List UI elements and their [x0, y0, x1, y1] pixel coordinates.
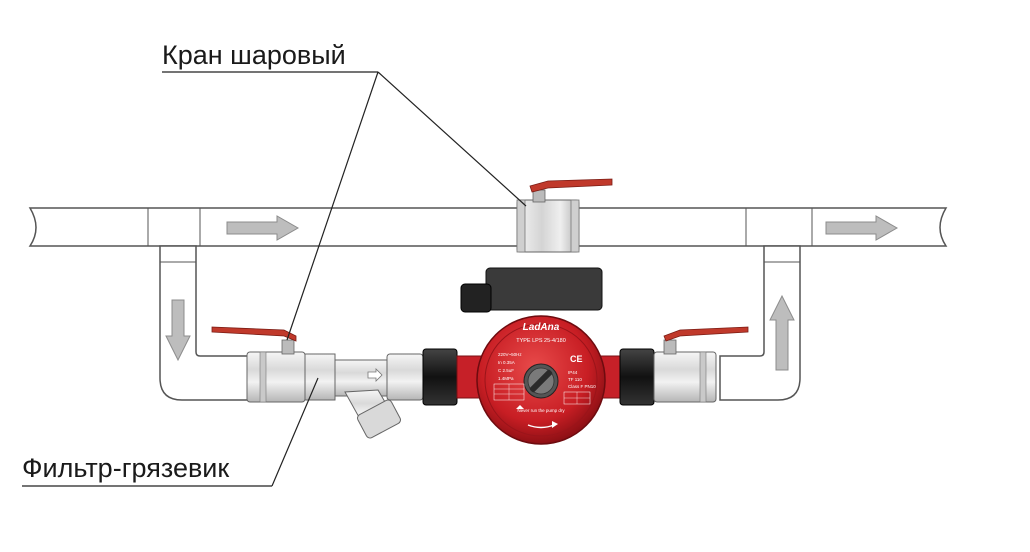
pump-type: TYPE LPS 25-4/180 — [516, 338, 566, 344]
ce-mark: CE — [570, 354, 583, 364]
pump-spec-current: In 0.35A — [498, 360, 515, 365]
flow-arrow-icon — [825, 215, 899, 241]
pump-spec-class: Class F PN10 — [568, 384, 596, 389]
flow-arrow-icon — [769, 294, 795, 371]
left-pump-union — [422, 348, 482, 406]
pump-spec-capacitor: C 2.5uF — [498, 368, 514, 373]
pump-spec-tf: TF 110 — [568, 377, 582, 382]
pump-spec-ip: IP44 — [568, 370, 578, 375]
flow-arrow-icon — [226, 215, 300, 241]
right-ball-valve — [653, 326, 749, 403]
pump-spec-voltage: 220V~50Hz — [498, 352, 522, 357]
ball-valve-label: Кран шаровый — [162, 40, 346, 70]
pump-spec-pressure: 1.4MPa — [498, 376, 514, 381]
warning-icon — [516, 405, 524, 409]
left-ball-valve — [211, 326, 306, 403]
leader-lines — [22, 71, 527, 487]
pump-warning: Never run the pump dry — [517, 408, 565, 413]
rotation-arrow-head — [552, 421, 558, 428]
top-ball-valve — [516, 178, 613, 253]
filter-label: Фильтр-грязевик — [22, 453, 230, 483]
filter-strainer — [304, 353, 424, 439]
main-pipe — [28, 207, 948, 247]
pump-brand: LadAna — [523, 322, 560, 333]
flow-arrow-icon — [165, 299, 191, 362]
pump-spec-table-left — [493, 383, 525, 401]
pump-spec-table-right — [563, 391, 591, 405]
rotation-arrow-icon — [527, 424, 555, 429]
right-pump-union — [599, 348, 655, 406]
circulation-pump: LadAna TYPE LPS 25-4/180 220V~50Hz In 0.… — [460, 267, 606, 445]
